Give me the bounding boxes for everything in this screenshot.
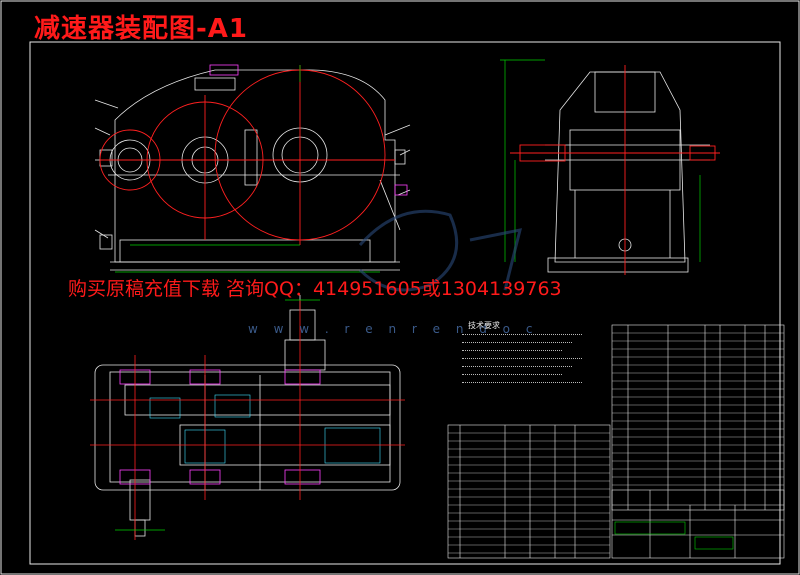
title-block-accent bbox=[614, 521, 734, 550]
tech-requirement-line bbox=[462, 358, 582, 359]
watermark-logo bbox=[358, 209, 523, 292]
parts-list-lower-rows bbox=[448, 432, 610, 554]
plan-view-bearings bbox=[119, 369, 321, 485]
watermark-text: w w w . r e n r e n d o c bbox=[248, 322, 539, 336]
drawing-title: 减速器装配图-A1 bbox=[34, 14, 249, 44]
tech-requirement-line bbox=[462, 382, 582, 383]
tech-requirement-line bbox=[462, 334, 582, 335]
tech-requirement-line bbox=[462, 374, 562, 375]
side-view bbox=[545, 71, 710, 273]
tech-requirement-line bbox=[462, 342, 572, 343]
title-block bbox=[611, 489, 785, 559]
promo-text: 购买原稿充值下载 咨询QQ：414951605或1304139763 bbox=[68, 278, 562, 300]
plan-view-dimensions bbox=[115, 299, 320, 531]
front-view-gears bbox=[99, 65, 395, 245]
parts-list-upper bbox=[611, 324, 785, 511]
front-view-dimensions bbox=[115, 65, 380, 273]
technical-requirements-title: 技术要求 bbox=[468, 321, 500, 330]
side-view-shafts bbox=[510, 65, 720, 275]
tech-requirement-line bbox=[462, 350, 562, 351]
inner-border bbox=[29, 41, 781, 565]
front-view-magenta bbox=[209, 64, 408, 196]
plan-view-centerlines bbox=[90, 300, 405, 540]
plan-view-hatch bbox=[149, 394, 381, 464]
parts-list-lower bbox=[447, 424, 611, 559]
tech-requirement-line bbox=[462, 366, 572, 367]
parts-list-upper-rows bbox=[612, 332, 784, 486]
